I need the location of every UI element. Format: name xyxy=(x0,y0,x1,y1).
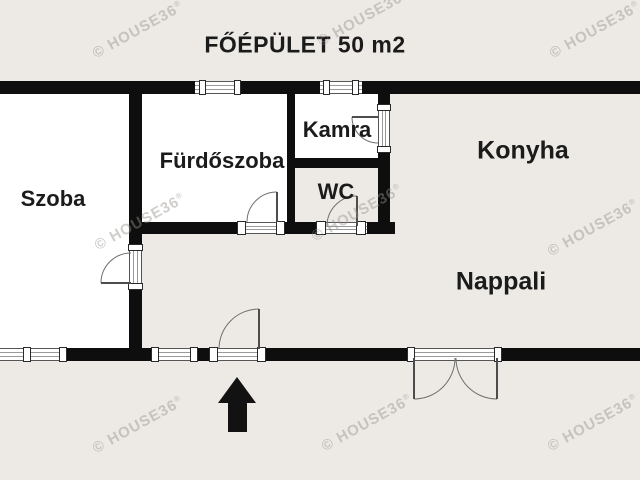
room-fill-furdoszoba xyxy=(142,94,287,222)
door-bathroom-post-right xyxy=(276,221,285,235)
wall-pantry-right-upper xyxy=(378,94,390,104)
window-bathroom-post-left xyxy=(199,80,206,95)
door-entrance-arc xyxy=(218,308,260,350)
wall-bottom-3 xyxy=(265,348,408,361)
window-bathroom-post-right xyxy=(234,80,241,95)
wall-pantry-right-lower xyxy=(378,153,390,234)
wall-wc-bottom-right xyxy=(367,222,395,234)
window-hall-bottom xyxy=(152,348,197,361)
wall-bottom-2 xyxy=(197,348,210,361)
door-wc-post-right xyxy=(356,221,366,235)
window-hall-post-left xyxy=(151,347,159,362)
room-label-kamra: Kamra xyxy=(302,117,372,142)
door-pantry-post-bottom xyxy=(377,146,391,153)
wall-szoba-lower xyxy=(129,290,142,361)
door-szoba-frame xyxy=(129,251,142,283)
door-szoba-post-top xyxy=(128,244,143,251)
window-hall-post-right xyxy=(190,347,198,362)
window-szoba-left xyxy=(0,348,67,361)
wall-top-right xyxy=(362,81,640,94)
window-pantry-top xyxy=(320,81,362,94)
window-pantry-post-right xyxy=(352,80,359,95)
door-pantry-frame xyxy=(378,111,390,146)
door-terrace-right-arc xyxy=(455,357,498,400)
door-terrace-left-arc xyxy=(413,357,456,400)
wall-wc-bottom-left xyxy=(287,222,317,234)
window-bathroom-top xyxy=(195,81,240,94)
wall-bathroom-bottom-left xyxy=(129,222,238,234)
door-bathroom-arc xyxy=(246,191,278,223)
room-label-nappali: Nappali xyxy=(455,267,547,296)
door-wc-post-left xyxy=(316,221,326,235)
door-entrance-threshold xyxy=(210,348,265,361)
door-entrance-post-left xyxy=(209,347,218,362)
door-pantry-post-top xyxy=(377,104,391,111)
room-label-wc: WC xyxy=(317,179,355,204)
window-pantry-post-left xyxy=(323,80,330,95)
door-bathroom-frame xyxy=(238,222,285,234)
door-bathroom-post-left xyxy=(237,221,246,235)
door-wc-frame xyxy=(317,222,367,234)
door-terrace-post-left xyxy=(407,347,415,362)
wall-bottom-4 xyxy=(502,348,640,361)
door-szoba-post-bottom xyxy=(128,283,143,290)
door-entrance-post-right xyxy=(257,347,266,362)
wall-top-middle xyxy=(240,81,320,94)
room-fill-kamra xyxy=(295,94,378,158)
room-label-szoba: Szoba xyxy=(20,186,86,211)
room-label-furdoszoba: Fürdőszoba xyxy=(159,148,285,173)
entrance-arrow-head xyxy=(218,377,256,403)
door-terrace-threshold xyxy=(408,348,502,361)
entrance-arrow-stem xyxy=(228,403,247,432)
wall-pantry-wc-divider xyxy=(295,158,390,168)
door-pantry-arc xyxy=(351,116,379,144)
wall-szoba-upper xyxy=(129,81,142,246)
window-szoba-post-2 xyxy=(59,347,67,362)
room-fill-szoba xyxy=(0,94,131,348)
window-szoba-post-1 xyxy=(23,347,31,362)
wall-top-left xyxy=(0,81,195,94)
room-label-konyha: Konyha xyxy=(477,136,569,165)
page-title: FŐÉPÜLET 50 m2 xyxy=(204,31,406,58)
door-wc-arc xyxy=(326,195,358,227)
wall-bathroom-pantry xyxy=(287,94,295,234)
door-szoba-arc xyxy=(100,252,132,284)
